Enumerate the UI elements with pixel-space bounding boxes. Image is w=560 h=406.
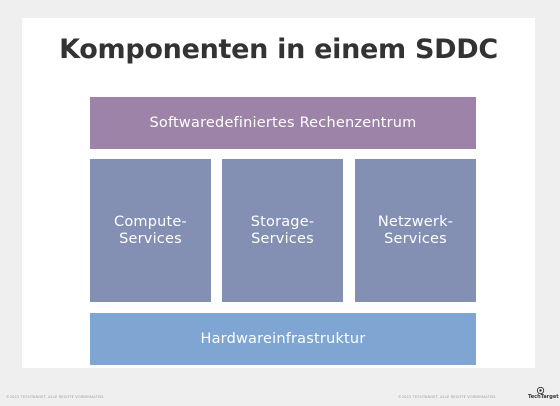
hardware-layer-box: Hardwareinfrastruktur [90, 313, 476, 365]
storage-services-label: Storage- Services [250, 213, 315, 247]
sddc-layer-label: Softwaredefiniertes Rechenzentrum [149, 114, 417, 131]
techtarget-logo-text: TechTarget [528, 394, 559, 400]
copyright-left: ©2022 TECHTARGET. ALLE RECHTE VORBEHALTE… [6, 395, 105, 399]
network-services-label: Netzwerk- Services [377, 213, 454, 247]
techtarget-logo: TechTarget [528, 387, 559, 401]
compute-services-label: Compute- Services [114, 213, 187, 247]
copyright-right: ©2022 TECHTARGET. ALLE RECHTE VORBEHALTE… [398, 395, 497, 399]
storage-services-box: Storage- Services [222, 159, 343, 302]
hardware-layer-label: Hardwareinfrastruktur [200, 330, 366, 347]
techtarget-logo-icon [536, 387, 545, 394]
network-services-box: Netzwerk- Services [355, 159, 476, 302]
diagram-title: Komponenten in einem SDDC [59, 34, 498, 65]
compute-services-box: Compute- Services [90, 159, 211, 302]
sddc-layer-box: Softwaredefiniertes Rechenzentrum [90, 97, 476, 149]
